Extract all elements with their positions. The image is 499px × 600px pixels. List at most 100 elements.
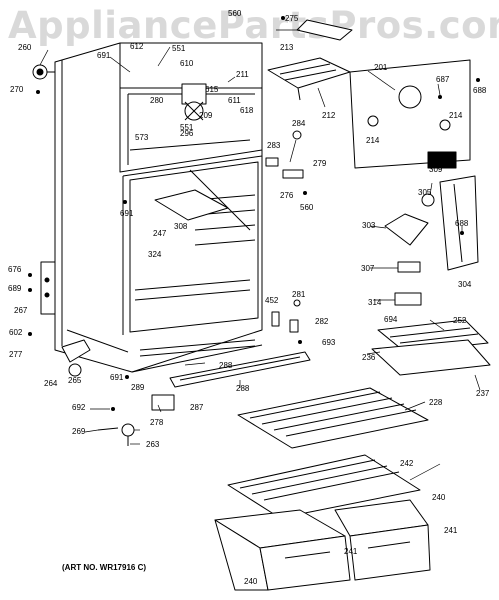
part-label: 240 [432,493,446,502]
part-label: 611 [228,96,241,105]
part-label: 687 [436,75,450,84]
part-283 [265,157,279,167]
bottom-hinge [61,339,91,377]
part-282 [289,319,299,333]
part-label: 452 [265,296,279,305]
part-label: 278 [150,418,164,427]
leader-lines [39,29,481,481]
part-label: 324 [148,250,162,259]
part-label: 676 [8,265,22,274]
crisper-drawer-left [214,509,351,591]
part-label: 247 [153,229,167,238]
part-label: 692 [72,403,86,412]
part-276 [282,169,304,179]
screws [28,16,480,411]
part-label: 688 [473,86,487,95]
part-label: 615 [205,85,219,94]
part-label: 212 [322,111,336,120]
part-label: 296 [180,129,194,138]
part-label: 265 [68,376,82,385]
part-label: 610 [180,59,194,68]
part-label: 260 [18,43,32,52]
watermark: AppliancePartsPros.com [8,4,499,47]
fan-motor-assembly [181,83,207,121]
part-label: 283 [267,141,281,150]
part-label: 560 [300,203,314,212]
part-label: 214 [449,111,463,120]
part-label: 602 [9,328,23,337]
part-label: 279 [313,159,327,168]
part-label: 252 [453,316,467,325]
part-label: 214 [366,136,380,145]
part-label: 693 [322,338,336,347]
evaporator-cover [349,59,471,169]
roller-assembly [97,394,175,446]
part-label: 551 [172,44,186,53]
control-314 [394,292,422,306]
part-label: 267 [14,306,28,315]
art-number: (ART NO. WR17916 C) [62,563,147,572]
part-label: 236 [362,353,376,362]
part-label: 275 [285,14,299,23]
part-label: 240 [244,577,258,586]
part-label: 308 [174,222,188,231]
part-label: 276 [280,191,294,200]
part-label: 573 [135,133,149,142]
part-label: 304 [458,280,472,289]
top-hinge [32,64,55,80]
air-duct [267,57,351,89]
part-label: 694 [384,315,398,324]
part-label: 211 [236,70,249,79]
part-label: 691 [97,51,111,60]
part-label: 612 [130,42,144,51]
part-label: 277 [9,350,23,359]
part-label: 241 [444,526,458,535]
part-label: 213 [280,43,294,52]
wire-shelf [237,387,429,449]
part-452 [271,311,280,327]
part-label: 237 [476,389,490,398]
crisper-drawer-right [334,499,431,581]
center-hinge [40,261,56,315]
part-label: 691 [110,373,124,382]
part-label: 284 [292,119,306,128]
part-label: 242 [400,459,414,468]
part-label: 551 [180,123,194,132]
part-label: 228 [429,398,443,407]
part-label: 263 [146,440,160,449]
part-label: 201 [374,63,388,72]
refrigerator-cabinet [54,42,263,373]
part-label: 209 [199,111,213,120]
crisper-cover-assembly [371,319,491,376]
control-knob-307 [397,261,421,273]
part-label: 241 [344,547,358,556]
part-label: 269 [72,427,86,436]
part-label: 618 [240,106,254,115]
part-label: 289 [131,383,145,392]
part-label: 280 [150,96,164,105]
part-label: 689 [8,284,22,293]
crisper-pan-cover [227,454,421,519]
part-label: 305 [418,188,432,197]
part-label: 287 [190,403,204,412]
part-label: 688 [455,219,469,228]
part-label: 288 [236,384,250,393]
part-label: 264 [44,379,58,388]
part-label: 288 [219,361,233,370]
part-label: 282 [315,317,329,326]
part-label: 281 [292,290,306,299]
freezer-shelf [154,189,229,221]
part-label: 314 [368,298,382,307]
part-label: 303 [362,221,376,230]
evaporator-label [427,151,457,169]
part-label: 691 [120,209,134,218]
part-281 [293,299,301,307]
part-label: 270 [10,85,24,94]
part-284 [292,130,302,140]
part-label: 309 [429,165,443,174]
fresh-food-control-housing [384,175,479,271]
kickplate-grille [169,351,311,388]
part-label: 560 [228,9,242,18]
